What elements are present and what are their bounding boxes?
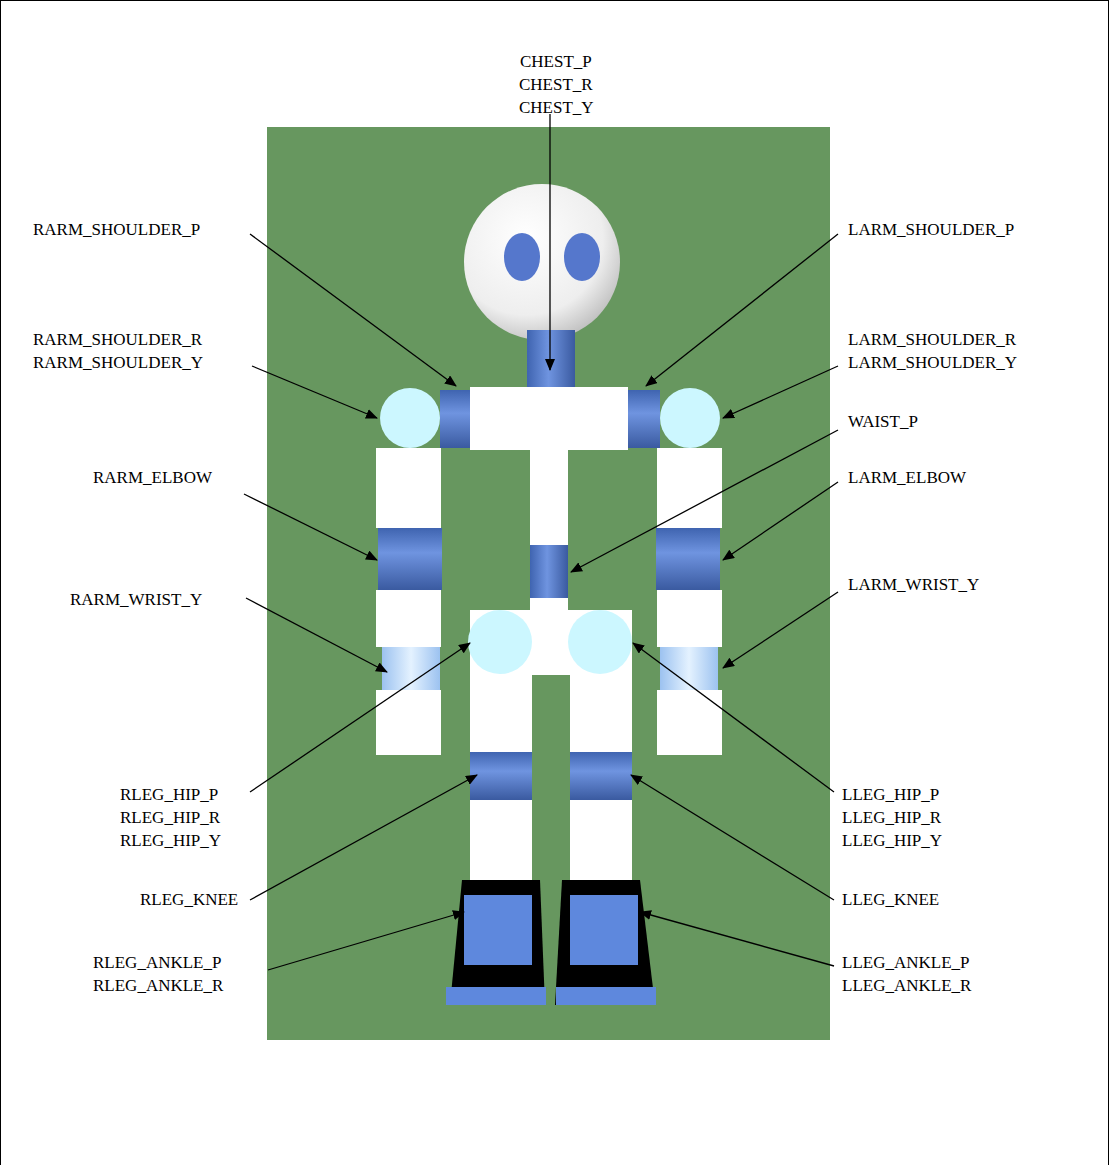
leader-line — [244, 114, 838, 970]
joint-label: RLEG_ANKLE_R — [93, 976, 223, 996]
joint-label: RARM_SHOULDER_R — [33, 330, 202, 350]
joint-label: RARM_SHOULDER_P — [33, 220, 200, 240]
joint-label: LLEG_ANKLE_P — [842, 953, 969, 973]
joint-label: LARM_SHOULDER_P — [848, 220, 1014, 240]
joint-label: RARM_SHOULDER_Y — [33, 353, 203, 373]
joint-label: RARM_ELBOW — [93, 468, 212, 488]
joint-label: LARM_ELBOW — [848, 468, 966, 488]
joint-label: CHEST_P — [520, 52, 592, 72]
joint-label: LARM_WRIST_Y — [848, 575, 979, 595]
joint-label: LARM_SHOULDER_Y — [848, 353, 1017, 373]
joint-label: CHEST_R — [519, 75, 593, 95]
joint-label: LLEG_HIP_Y — [842, 831, 942, 851]
joint-label: RLEG_HIP_R — [120, 808, 220, 828]
joint-label: CHEST_Y — [519, 98, 594, 118]
joint-label: LLEG_HIP_P — [842, 785, 939, 805]
joint-label: LLEG_ANKLE_R — [842, 976, 971, 996]
joint-label: RLEG_KNEE — [140, 890, 238, 910]
joint-label: LLEG_HIP_R — [842, 808, 941, 828]
joint-label: WAIST_P — [848, 412, 918, 432]
joint-label: RARM_WRIST_Y — [70, 590, 202, 610]
joint-label: RLEG_HIP_Y — [120, 831, 221, 851]
joint-label: RLEG_HIP_P — [120, 785, 218, 805]
joint-label: LLEG_KNEE — [842, 890, 939, 910]
joint-label: LARM_SHOULDER_R — [848, 330, 1016, 350]
joint-label: RLEG_ANKLE_P — [93, 953, 221, 973]
